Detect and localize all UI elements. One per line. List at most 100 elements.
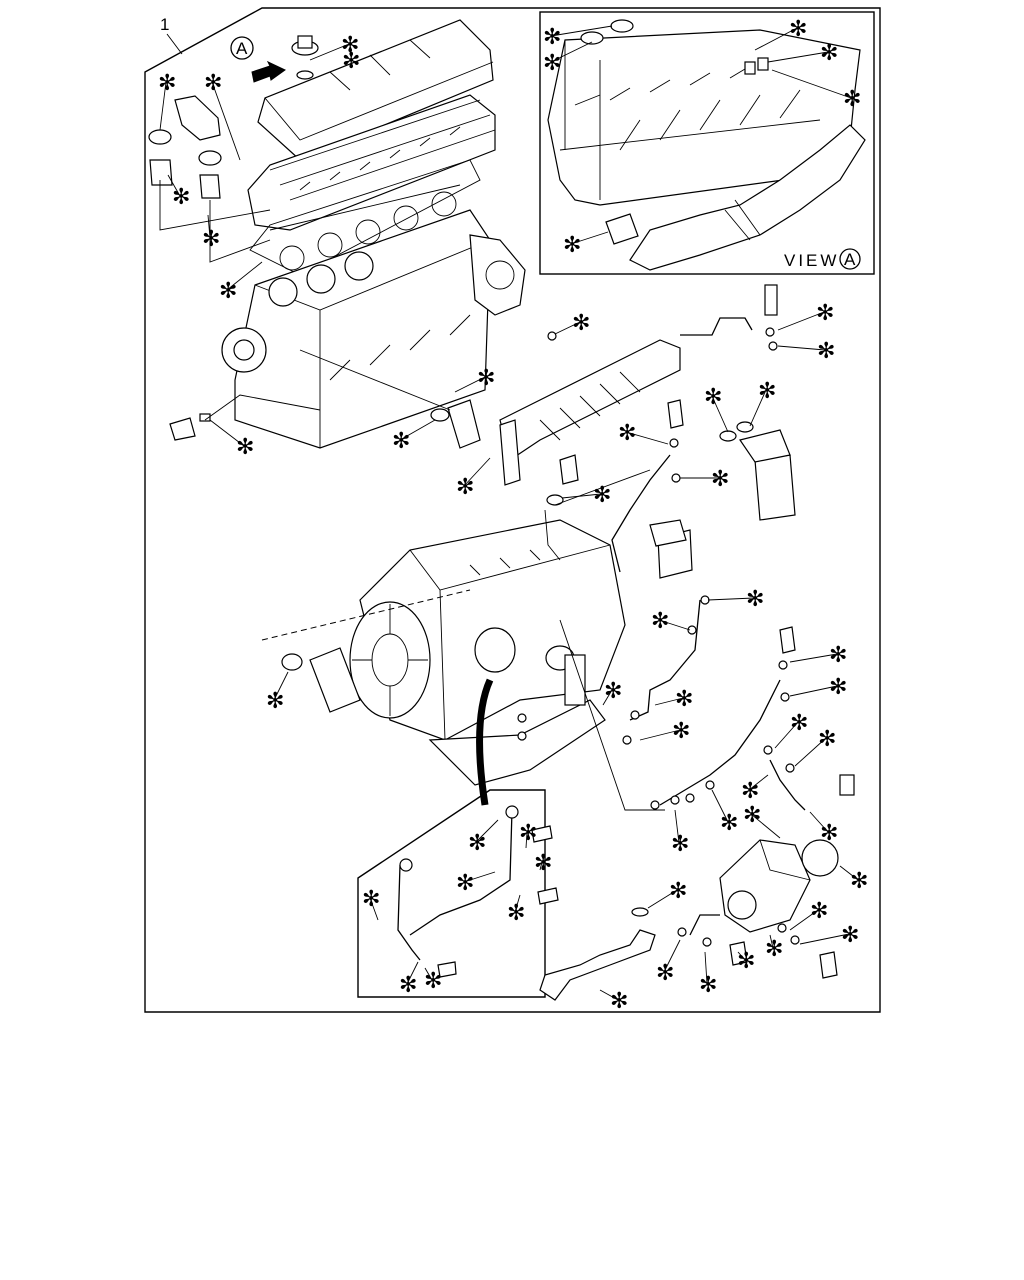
kit-part-marker: ✻	[342, 49, 360, 74]
kit-part-marker: ✻	[507, 901, 525, 926]
engine-block	[234, 209, 491, 449]
water-pipe	[281, 647, 361, 713]
inset-oil-lines	[397, 805, 559, 978]
kit-part-marker-leader	[789, 653, 838, 663]
kit-part-marker: ✻	[656, 961, 674, 986]
kit-part-marker: ✻	[843, 87, 861, 112]
kit-part-marker: ✻	[790, 711, 808, 736]
kit-part-marker: ✻	[593, 483, 611, 508]
kit-part-marker: ✻	[399, 973, 417, 998]
kit-part-marker-leader	[774, 721, 799, 749]
kit-part-marker-leader	[794, 737, 827, 767]
kit-part-marker: ✻	[758, 379, 776, 404]
kit-part-marker-leader	[207, 214, 211, 239]
kit-part-marker-leader	[767, 51, 829, 63]
kit-part-marker: ✻	[675, 687, 693, 712]
kit-part-marker-leader	[654, 697, 684, 706]
kit-part-marker-leader	[647, 889, 678, 909]
kit-part-marker-leader	[602, 689, 613, 706]
fuel-pipe-upper	[680, 284, 778, 336]
svg-text:A: A	[236, 39, 248, 58]
kit-part-marker-leader	[550, 25, 613, 37]
kit-part-marker-leader	[570, 231, 609, 245]
kit-part-marker: ✻	[789, 17, 807, 42]
crankshaft-pulley	[221, 327, 267, 373]
kit-part-marker: ✻	[610, 989, 628, 1014]
kit-part-marker-leader	[777, 345, 826, 351]
kit-part-marker-leader	[309, 43, 350, 61]
kit-part-marker: ✻	[704, 385, 722, 410]
kit-part-marker-leader	[550, 41, 593, 63]
kit-part-marker: ✻	[341, 33, 359, 58]
kit-part-marker-leader	[771, 69, 852, 99]
kit-part-marker: ✻	[829, 643, 847, 668]
kit-part-marker-leader	[369, 897, 379, 921]
view-a-caption: VIEW A	[784, 248, 861, 270]
fuel-line-c	[659, 679, 781, 806]
kit-part-marker-leader	[226, 261, 263, 291]
kit-part-marker: ✻	[818, 727, 836, 752]
kit-part-marker: ✻	[765, 937, 783, 962]
kit-part-marker: ✻	[424, 969, 442, 994]
kit-part-marker: ✻	[711, 467, 729, 492]
kit-part-marker: ✻	[392, 429, 410, 454]
kit-part-marker-leader	[159, 81, 167, 131]
kit-part-marker-leader	[799, 933, 850, 945]
inset-exhaust-manifold	[605, 124, 866, 271]
oil-return-pipe	[476, 678, 494, 806]
fuel-filter	[719, 421, 796, 521]
thermostat-leader	[159, 180, 271, 263]
kit-part-marker-leader	[399, 419, 436, 441]
kit-part-marker: ✻	[720, 811, 738, 836]
kit-part-marker-leader	[704, 951, 708, 985]
kit-part-marker: ✻	[850, 869, 868, 894]
kit-part-marker: ✻	[456, 475, 474, 500]
head-gasket	[249, 159, 481, 276]
fuel-line-a	[611, 454, 671, 573]
kit-part-marker-leader	[273, 671, 289, 701]
view-a-marker: A	[230, 36, 286, 83]
kit-part-marker: ✻	[543, 25, 561, 50]
kit-part-marker-leader	[475, 819, 499, 843]
kit-part-marker-leader	[211, 81, 241, 161]
view-a-inset-frame	[539, 11, 875, 275]
flywheel	[349, 601, 431, 719]
oil-filler-cap	[291, 35, 319, 80]
kit-part-marker: ✻	[672, 719, 690, 744]
kit-part-marker: ✻	[841, 923, 859, 948]
kit-part-marker-leader	[839, 865, 859, 881]
kit-part-marker: ✻	[204, 71, 222, 96]
intake-manifold	[499, 339, 681, 486]
kit-part-marker-leader	[737, 951, 746, 961]
kit-part-marker-leader	[539, 861, 543, 871]
kit-part-marker: ✻	[618, 421, 636, 446]
leader-head-to-block	[204, 184, 461, 421]
kit-part-marker: ✻	[820, 41, 838, 66]
kit-part-marker-leader	[663, 939, 681, 973]
kit-part-markers: ✻✻✻✻✻✻✻✻✻✻✻✻✻✻✻✻✻✻✻✻✻✻✻✻✻✻✻✻✻✻✻✻✻✻✻✻✻✻✻✻…	[158, 17, 868, 1014]
kit-part-marker-leader	[777, 311, 825, 331]
leader-injector	[544, 469, 651, 561]
kit-part-marker-leader	[754, 27, 798, 51]
kit-part-marker-leader	[561, 493, 602, 499]
kit-part-marker-leader	[707, 597, 755, 601]
oil-pressure-sensor	[169, 413, 211, 441]
kit-part-marker: ✻	[737, 949, 755, 974]
kit-part-marker-leader	[749, 389, 767, 427]
kit-part-marker: ✻	[158, 71, 176, 96]
kit-part-marker: ✻	[572, 311, 590, 336]
cylinder-head	[247, 94, 496, 231]
kit-part-marker: ✻	[810, 899, 828, 924]
kit-part-marker-leader	[463, 457, 491, 487]
egr-valve	[430, 399, 481, 449]
kit-part-marker-leader	[554, 321, 581, 335]
kit-part-marker: ✻	[456, 871, 474, 896]
kit-part-marker: ✻	[671, 832, 689, 857]
kit-part-marker-leader	[769, 934, 774, 949]
turbocharger	[474, 627, 586, 706]
kit-part-marker-leader	[789, 685, 838, 697]
kit-part-marker: ✻	[172, 185, 190, 210]
kit-part-marker-leader	[711, 395, 729, 433]
kit-part-marker: ✻	[741, 779, 759, 804]
